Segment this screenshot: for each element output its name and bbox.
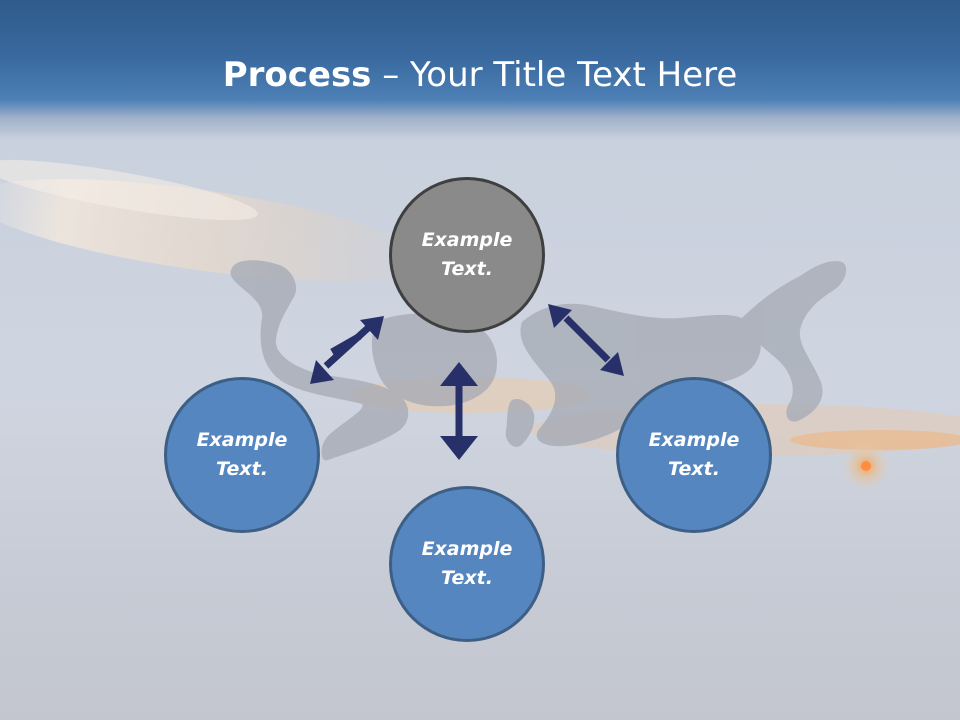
node-left: Example Text. (164, 377, 320, 533)
node-right: Example Text. (616, 377, 772, 533)
node-top-line2: Text. (441, 258, 493, 280)
double-arrow-right-icon (548, 304, 624, 376)
slide-title: Process – Your Title Text Here (0, 52, 960, 98)
double-arrow-vertical-icon (440, 362, 478, 460)
double-arrow-left-icon (310, 316, 384, 384)
node-right-line2: Text. (668, 458, 720, 480)
node-bottom-line1: Example (421, 538, 513, 560)
title-bold: Process (222, 55, 372, 95)
node-top-line1: Example (421, 229, 513, 251)
node-left-line1: Example (196, 429, 288, 451)
node-top: Example Text. (389, 177, 545, 333)
node-left-line2: Text. (216, 458, 268, 480)
title-rest: – Your Title Text Here (371, 55, 738, 95)
node-right-line1: Example (648, 429, 740, 451)
node-bottom: Example Text. (389, 486, 545, 642)
node-bottom-line2: Text. (441, 567, 493, 589)
